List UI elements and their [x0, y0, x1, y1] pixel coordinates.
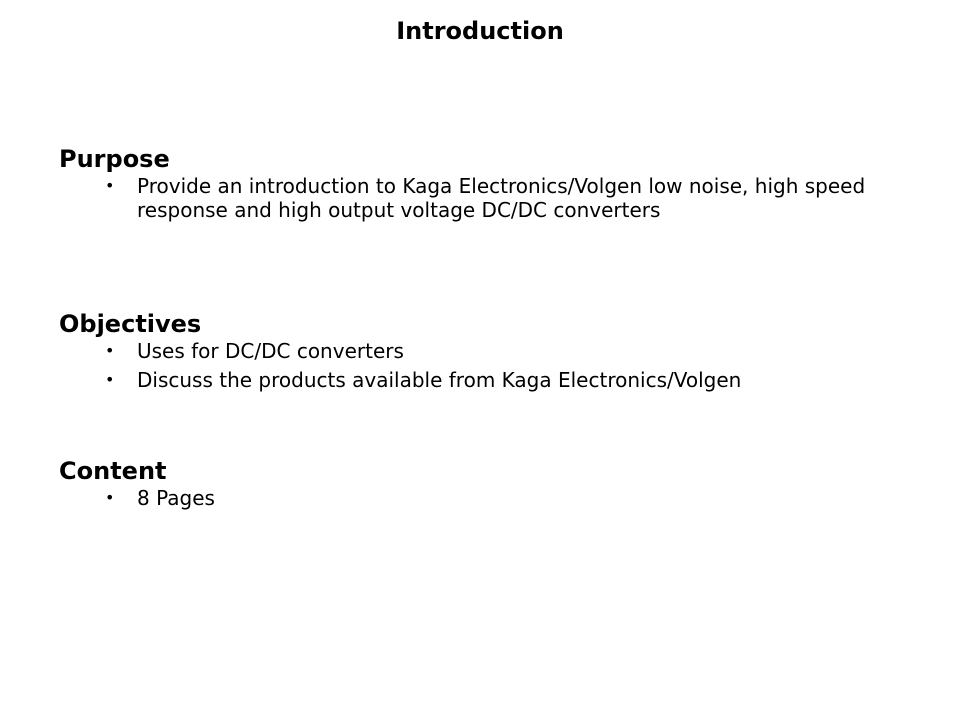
slide-title: Introduction — [396, 17, 564, 45]
section-heading: Content — [59, 457, 167, 485]
bullet-item: 8 Pages — [59, 486, 877, 510]
section-content: Content 8 Pages — [59, 456, 877, 515]
section-heading: Objectives — [59, 310, 202, 338]
bullet-item: Provide an introduction to Kaga Electron… — [59, 174, 897, 222]
bullet-item: Uses for DC/DC converters — [59, 339, 877, 363]
section-heading: Purpose — [59, 145, 170, 173]
bullet-item: Discuss the products available from Kaga… — [59, 368, 877, 392]
section-objectives: Objectives Uses for DC/DC converters Dis… — [59, 309, 877, 397]
section-purpose: Purpose Provide an introduction to Kaga … — [59, 144, 897, 227]
